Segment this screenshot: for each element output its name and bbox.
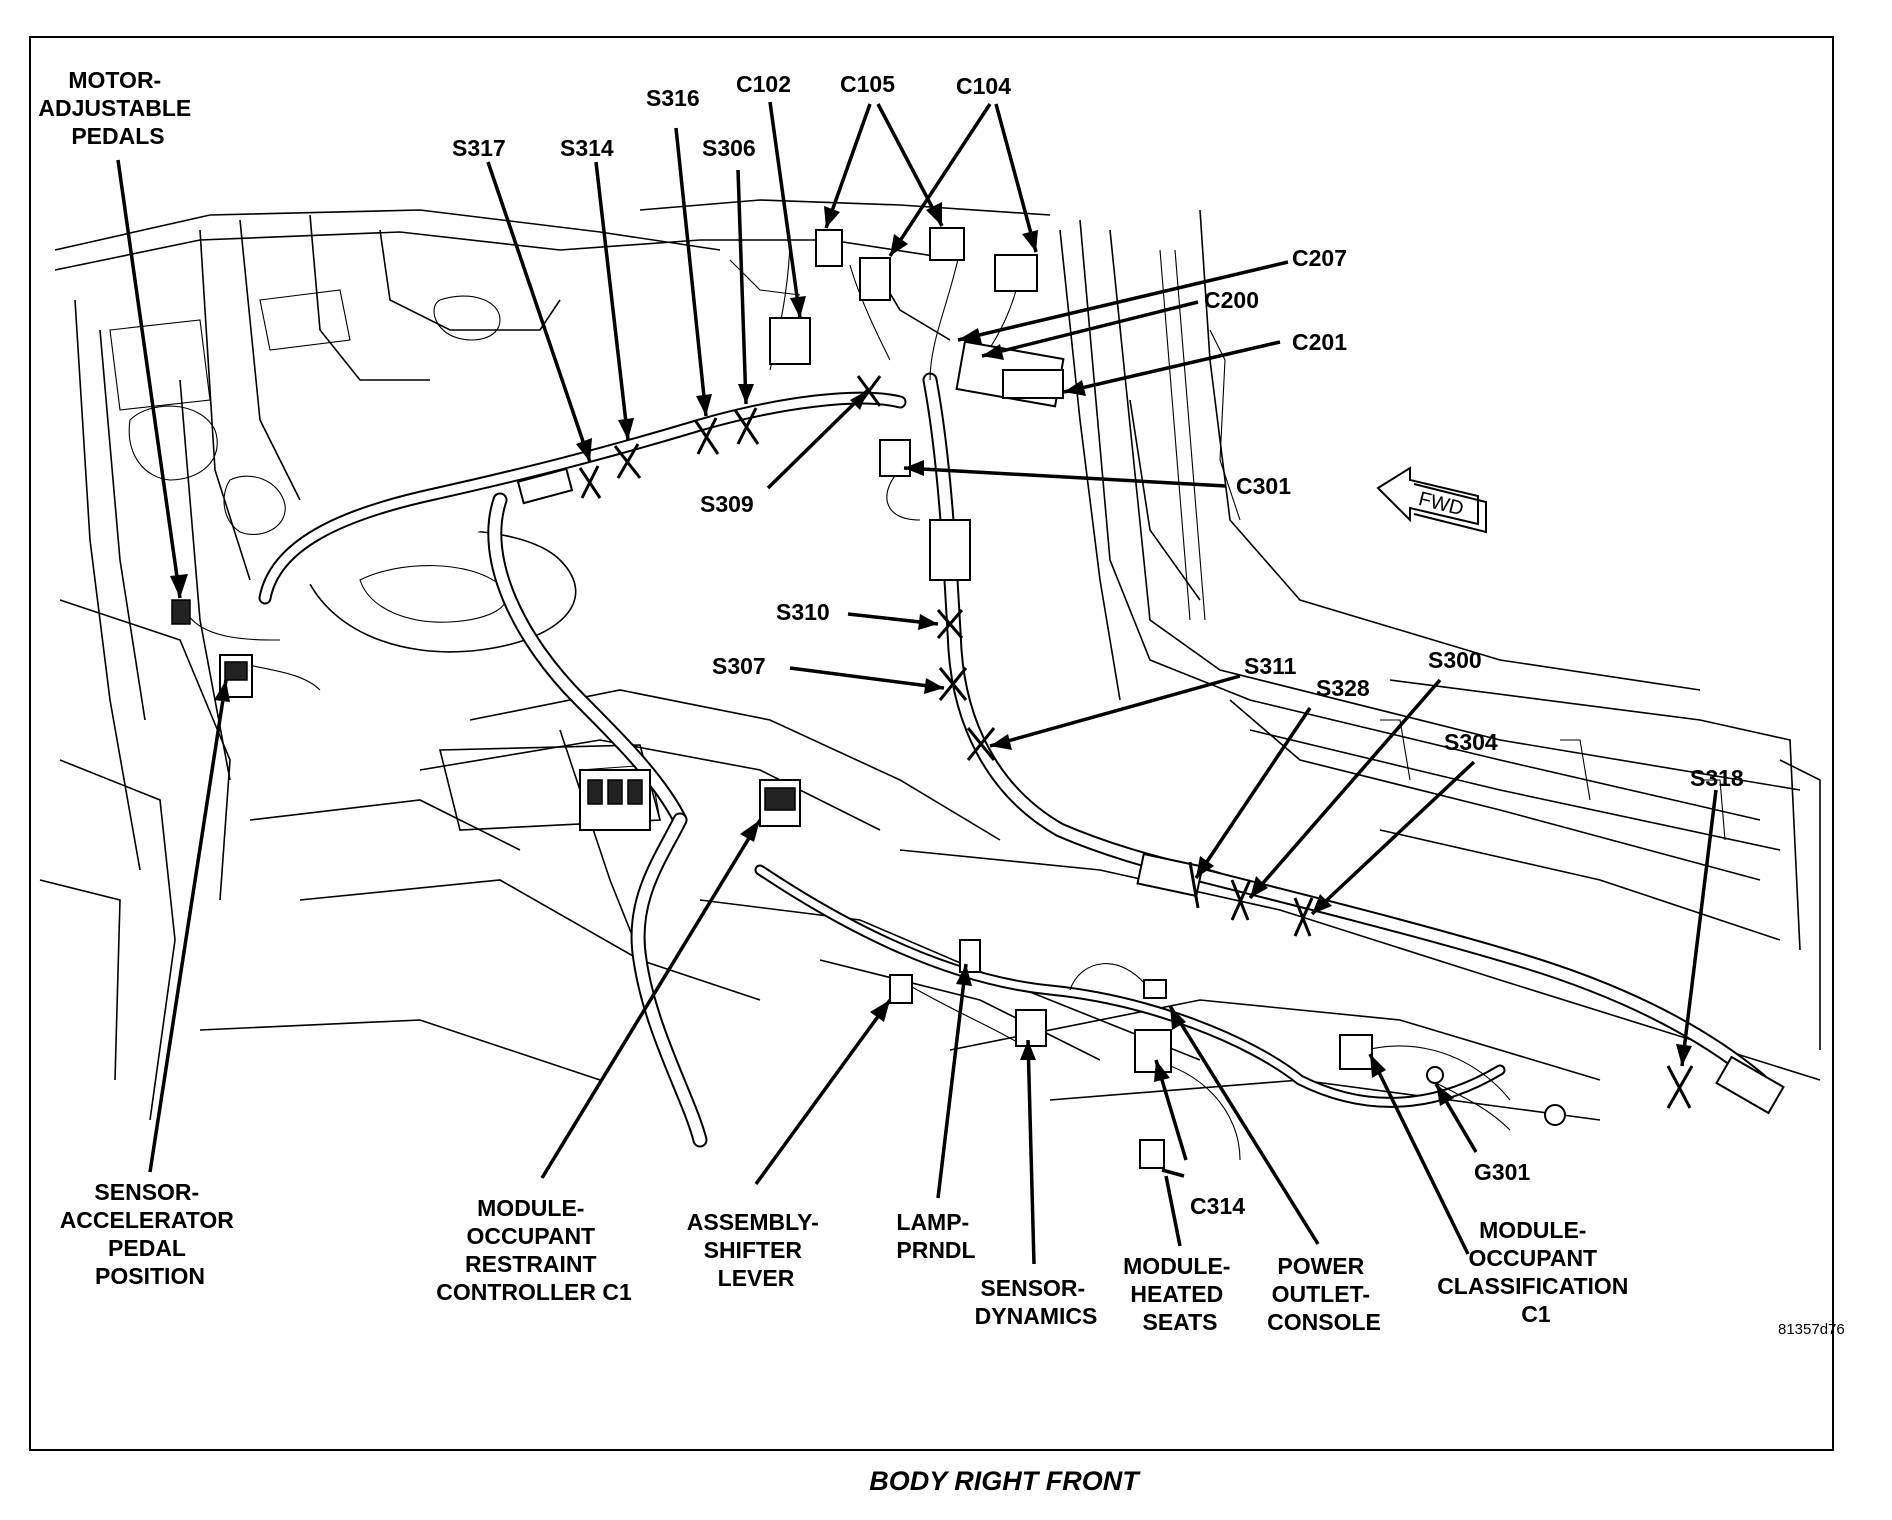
label-c200: C200 — [1204, 287, 1259, 313]
label-module-heated-seats: MODULE- HEATED SEATS — [1123, 1253, 1237, 1335]
label-c301: C301 — [1236, 473, 1291, 499]
forward-direction-arrow: FWD — [1376, 466, 1487, 534]
label-c314: C314 — [1190, 1193, 1245, 1219]
label-s317: S317 — [452, 135, 506, 161]
figure-code: 81357d76 — [1778, 1321, 1845, 1338]
connectors — [171, 227, 1566, 1169]
label-motor-adjustable-pedals: MOTOR- ADJUSTABLE PEDALS — [38, 67, 197, 149]
label-assembly-shifter-lever: ASSEMBLY- SHIFTER LEVER — [687, 1209, 825, 1291]
label-module-occupant-classification: MODULE- OCCUPANT CLASSIFICATION C1 — [1437, 1217, 1635, 1327]
label-s316: S316 — [646, 85, 700, 111]
label-s318: S318 — [1690, 765, 1744, 791]
callout-leader-lines — [116, 101, 1718, 1265]
label-s300: S300 — [1428, 647, 1482, 673]
label-c104: C104 — [956, 73, 1011, 99]
label-lamp-prndl: LAMP- PRNDL — [896, 1209, 975, 1263]
label-c201: C201 — [1292, 329, 1347, 355]
label-s307: S307 — [712, 653, 766, 679]
splice-markers — [578, 375, 1694, 1109]
label-c105: C105 — [840, 71, 895, 97]
label-sensor-accelerator-pedal-position: SENSOR- ACCELERATOR PEDAL POSITION — [60, 1179, 241, 1289]
wire-harness — [184, 234, 1785, 1161]
label-g301: G301 — [1474, 1159, 1530, 1185]
diagram-frame — [29, 36, 1834, 1451]
label-s306: S306 — [702, 135, 756, 161]
label-power-outlet-console: POWER OUTLET- CONSOLE — [1267, 1253, 1381, 1335]
label-s328: S328 — [1316, 675, 1370, 701]
vehicle-body-illustration — [39, 199, 1821, 1121]
label-sensor-dynamics: SENSOR- DYNAMICS — [975, 1275, 1098, 1329]
label-s310: S310 — [776, 599, 830, 625]
diagram-caption: BODY RIGHT FRONT — [869, 1466, 1141, 1496]
label-c207: C207 — [1292, 245, 1347, 271]
callout-labels: MOTOR- ADJUSTABLE PEDALS S317 S314 S316 … — [38, 67, 1844, 1338]
label-s311: S311 — [1244, 653, 1297, 679]
label-module-occupant-restraint-controller: MODULE- OCCUPANT RESTRAINT CONTROLLER C1 — [436, 1195, 632, 1305]
label-s314: S314 — [560, 135, 614, 161]
label-s309: S309 — [700, 491, 754, 517]
label-s304: S304 — [1444, 729, 1498, 755]
label-c102: C102 — [736, 71, 791, 97]
